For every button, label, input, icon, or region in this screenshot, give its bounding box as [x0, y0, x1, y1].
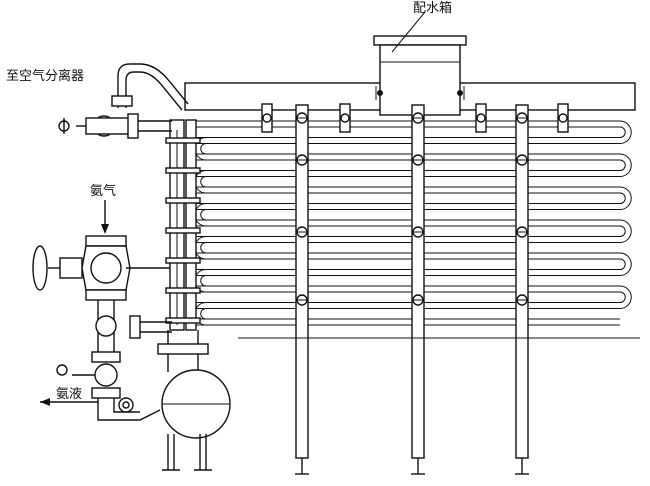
air-separator-label: 至空气分离器 — [6, 69, 85, 84]
ammonia-drum — [157, 330, 231, 471]
support-hangers — [261, 103, 569, 475]
ammonia-gas-valve — [32, 200, 170, 301]
left-header-pipes — [165, 119, 201, 331]
water-tank-leader — [391, 11, 426, 53]
water-tank-label: 配水箱 — [413, 1, 453, 16]
liquid-ammonia-label: 氨液 — [56, 387, 83, 402]
water-distribution-tank — [373, 35, 467, 116]
liquid-ammonia-line — [40, 300, 172, 421]
air-separator-pipe — [58, 63, 189, 139]
ammonia-gas-label: 氨气 — [90, 184, 117, 199]
